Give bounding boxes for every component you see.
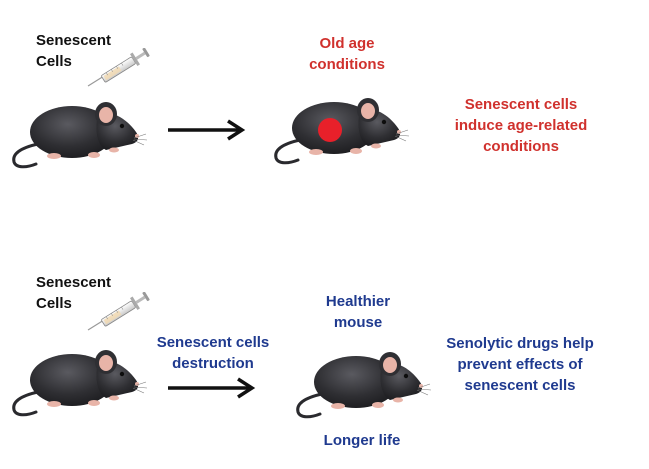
label-line: Healthier	[325, 293, 391, 310]
mouse-icon	[12, 348, 149, 417]
healthier-mouse-label: Healthier mouse	[326, 291, 390, 333]
old-age-label: Old age conditions	[309, 33, 385, 75]
mouse-icon	[12, 100, 149, 169]
mouse-icon	[296, 350, 433, 419]
label-line: Cells	[36, 53, 72, 70]
mouse-icon	[274, 96, 411, 165]
syringe-icon	[87, 292, 152, 331]
bottom-injection-label: Senescent Cells	[36, 272, 111, 314]
label-line: conditions	[483, 138, 559, 155]
label-line: Senescent cells	[464, 96, 578, 113]
label-line: Senolytic drugs help	[446, 335, 594, 352]
label-line: induce age-related	[454, 117, 588, 134]
longer-life-label: Longer life	[323, 432, 401, 449]
label-line: Senescent	[36, 274, 112, 291]
top-injection-label: Senescent Cells	[36, 30, 111, 72]
red-spot-icon	[318, 118, 342, 142]
label-line: mouse	[333, 314, 383, 331]
label-line: senescent cells	[464, 377, 576, 394]
label-line: destruction	[172, 355, 254, 372]
label-line: Senescent	[36, 32, 112, 49]
label-line: Cells	[36, 295, 72, 312]
label-line: conditions	[309, 56, 385, 73]
destruction-label: Senescent cells destruction	[157, 332, 270, 374]
arrow-right-icon	[168, 377, 256, 399]
bottom-conclusion: Senolytic drugs help prevent effects of …	[446, 333, 594, 396]
arrow-right-icon	[168, 119, 246, 141]
top-conclusion: Senescent cells induce age-related condi…	[455, 94, 588, 157]
label-line: Old age	[319, 35, 375, 52]
label-line: prevent effects of	[457, 356, 583, 373]
label-line: Senescent cells	[156, 334, 270, 351]
syringe-icon	[87, 48, 152, 87]
